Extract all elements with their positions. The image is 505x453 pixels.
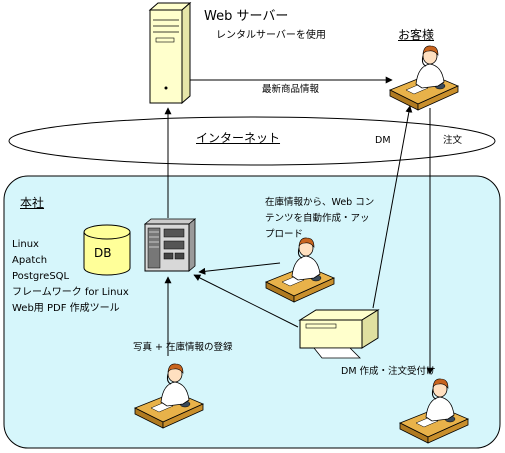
software-item: PostgreSQL <box>12 271 70 282</box>
printer-icon <box>298 309 380 359</box>
software-item: フレームワーク for Linux <box>12 287 129 298</box>
auto-upload-note-line-2: テンツを自動作成・アッ <box>265 213 370 224</box>
dm-order-receipt-label: DM 作成・注文受付け <box>341 366 436 377</box>
software-item: Web用 PDF 作成ツール <box>12 303 120 314</box>
auto-upload-note-line-3: プロード <box>265 229 304 240</box>
staff-to-server-arrow <box>198 262 281 275</box>
internet-cloud <box>8 116 496 166</box>
web-server-title: Web サーバー <box>204 9 289 24</box>
office-server-icon <box>143 218 197 272</box>
auto-upload-note-line-1: 在庫情報から、Web コン <box>265 197 375 208</box>
web-server-icon <box>148 1 192 105</box>
customer-top-person-icon <box>389 45 459 111</box>
photo-register-label: 写真 + 在庫情報の登録 <box>133 342 233 353</box>
web-server-subtitle: レンタルサーバーを使用 <box>216 30 326 41</box>
software-item: Linux <box>12 239 39 250</box>
customer-label: お客様 <box>398 28 435 42</box>
order-label: 注文 <box>443 135 463 146</box>
head-office-label: 本社 <box>20 196 45 210</box>
printer-to-server-arrow <box>193 274 299 328</box>
dm-label: DM <box>375 135 391 146</box>
software-item: Apatch <box>12 255 48 266</box>
internet-label: インターネット <box>196 131 281 145</box>
dm-arrow <box>372 105 413 309</box>
db-label: DB <box>94 246 112 260</box>
latest-info-label: 最新商品情報 <box>262 84 320 95</box>
db-cylinder-icon <box>83 224 131 276</box>
